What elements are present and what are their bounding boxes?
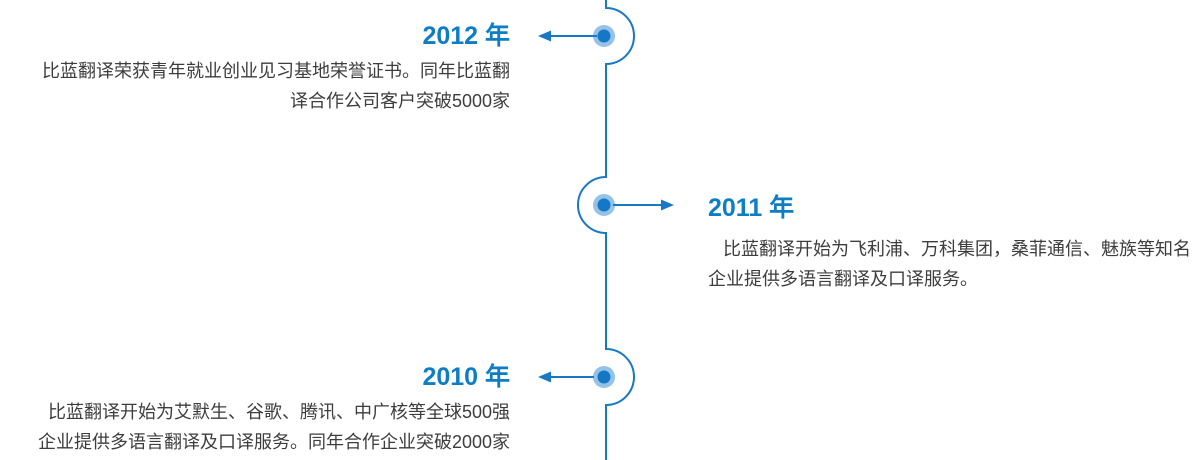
entry-description: 比蓝翻译开始为艾默生、谷歌、腾讯、中广核等全球500强 企业提供多语言翻译及口译… [37,402,510,452]
arrow-right-icon [661,199,674,211]
timeline-entry-2011: 2011 年 比蓝翻译开始为飞利浦、万科集团，桑菲通信、魅族等知名 企业提供多语… [708,194,1200,294]
node-dot [597,198,611,212]
entry-year-label: 2010 年 [422,363,510,391]
arrow-left-icon [538,371,551,383]
node-dot [597,370,611,384]
node-dot [597,29,611,43]
timeline-line [577,0,635,460]
arrow-left-icon [538,30,551,42]
entry-year-label: 2011 年 [708,194,795,222]
timeline-node-2010 [538,366,615,388]
entry-description: 比蓝翻译荣获青年就业创业见习基地荣誉证书。同年比蓝翻 译合作公司客户突破5000… [42,61,510,111]
timeline-node-2011 [593,194,674,216]
timeline-entry-2010: 2010 年 比蓝翻译开始为艾默生、谷歌、腾讯、中广核等全球500强 企业提供多… [0,363,510,457]
timeline-entry-2012: 2012 年 比蓝翻译荣获青年就业创业见习基地荣誉证书。同年比蓝翻 译合作公司客… [0,22,510,116]
entry-year-label: 2012 年 [422,22,510,50]
timeline-node-2012 [538,25,615,47]
entry-description: 比蓝翻译开始为飞利浦、万科集团，桑菲通信、魅族等知名 企业提供多语言翻译及口译服… [708,239,1191,289]
